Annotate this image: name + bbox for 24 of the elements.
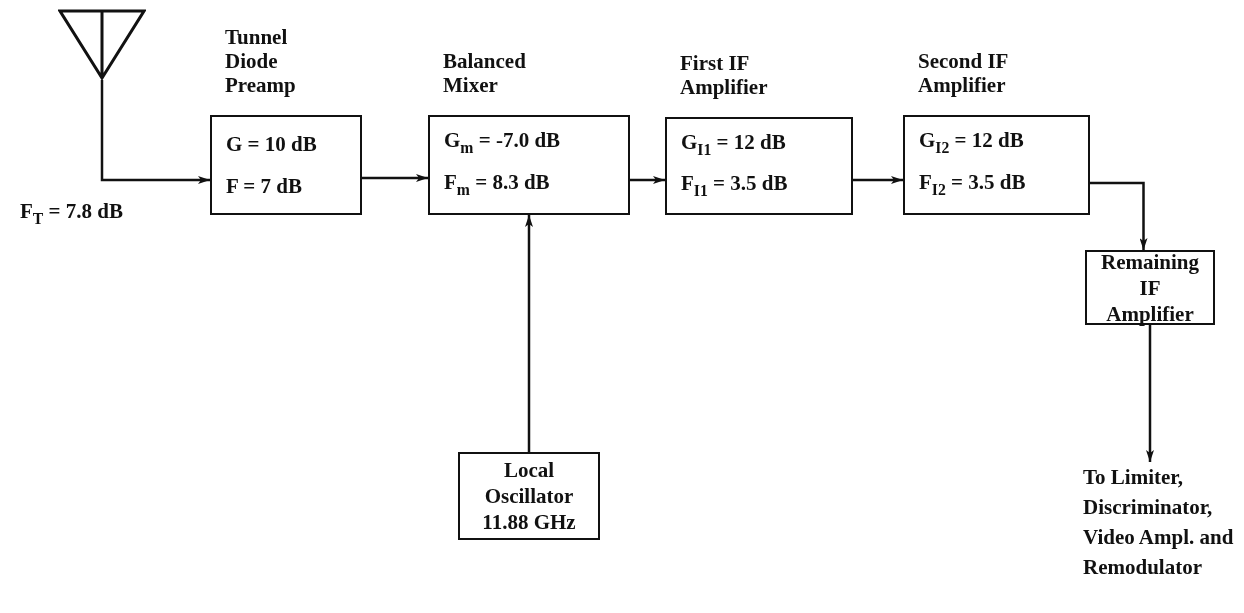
parameter-value: G = 10 dB <box>226 132 318 156</box>
signal-arrow <box>525 215 533 452</box>
block-title: Second IF Amplifier <box>918 49 1009 97</box>
parameter-value: F = 7 dB <box>226 174 303 198</box>
signal-arrow <box>630 176 665 184</box>
parameter-value: F$_{m}$ = 8.3 dB <box>444 170 551 200</box>
signal-arrow <box>1146 325 1154 462</box>
block-title: Tunnel Diode Preamp <box>225 25 297 97</box>
parameter-value: F$_{I2}$ = 3.5 dB <box>919 170 1027 200</box>
parameter-value: F$_{I1}$ = 3.5 dB <box>681 170 789 201</box>
signal-arrow <box>100 80 210 184</box>
block-title: Balanced Mixer <box>443 49 527 97</box>
output-destination-text: To Limiter, Discriminator, Video Ampl. and Remodulator <box>1083 462 1243 594</box>
signal-arrow <box>1090 181 1148 250</box>
parameter-value: G$_{I1}$ = 12 dB <box>681 129 787 160</box>
noise-figure-label: F$_{T}$ = 7.8 dB <box>20 198 123 230</box>
block-box: Remaining IF Amplifier <box>1085 250 1215 325</box>
block-title: First IF Amplifier <box>680 51 769 99</box>
parameter-value: G$_{I2}$ = 12 dB <box>919 128 1025 158</box>
signal-arrow <box>362 174 428 182</box>
signal-arrow <box>853 176 903 184</box>
parameter-value: G$_{m}$ = -7.0 dB <box>444 128 562 158</box>
antenna-symbol <box>58 8 146 80</box>
block-box: Local Oscillator 11.88 GHz <box>458 452 600 540</box>
